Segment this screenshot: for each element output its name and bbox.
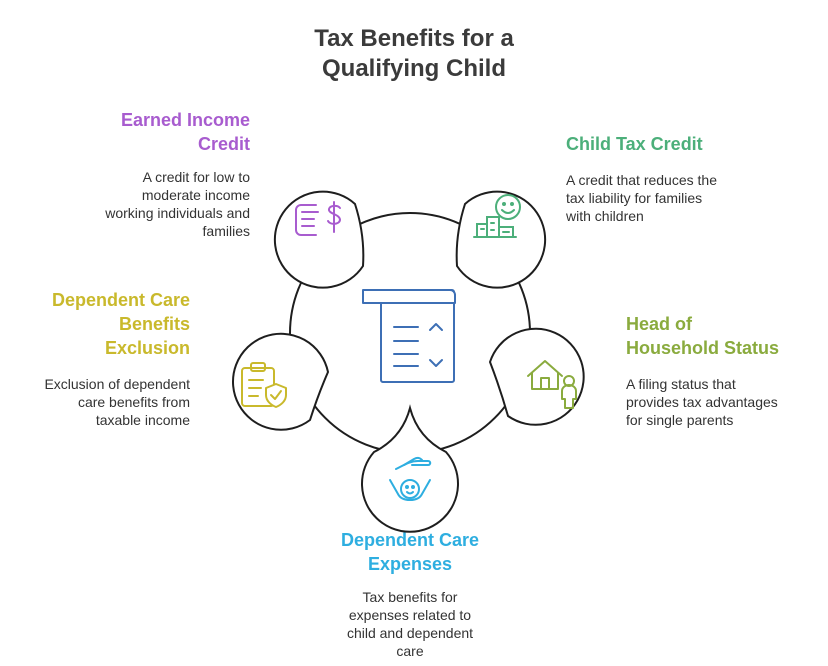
desc-child-tax: A credit that reduces the tax liability … [566,171,717,225]
desc-dependent-expenses-line-4: care [396,643,424,659]
desc-head-household: A filing status that provides tax advant… [626,375,778,429]
desc-head-household-line-2: provides tax advantages [626,394,778,410]
node-dependent-expenses [361,404,459,533]
child-building-icon [473,194,521,238]
desc-dependent-expenses: Tax benefits for expenses related to chi… [310,588,510,660]
label-dependent-expenses-line-2: Expenses [367,554,453,574]
label-dependent-exclusion: Dependent Care Benefits Exclusion [52,288,190,360]
label-head-household-line-2: Household Status [626,338,780,358]
document-list-icon [362,289,456,383]
label-head-household-line-1: Head of [626,314,693,334]
desc-child-tax-line-2: tax liability for families [566,190,703,206]
desc-child-tax-line-1: A credit that reduces the [566,172,717,188]
label-dependent-expenses-line-1: Dependent Care [340,530,480,550]
desc-earned-income-line-4: families [202,223,250,239]
node-head-household [488,327,585,426]
house-person-icon [527,360,577,409]
desc-earned-income: A credit for low to moderate income work… [105,168,250,240]
desc-earned-income-line-2: moderate income [141,187,250,203]
label-dependent-exclusion-line-3: Exclusion [104,338,190,358]
desc-dependent-exclusion-line-3: taxable income [95,412,190,428]
label-dependent-exclusion-line-1: Dependent Care [51,290,190,310]
title-line-2: Qualifying Child [322,55,506,82]
desc-dependent-expenses-line-3: child and dependent [346,625,474,641]
node-child-tax [455,190,547,289]
desc-head-household-line-1: A filing status that [626,376,736,392]
label-head-household: Head of Household Status [626,312,779,360]
label-dependent-expenses: Dependent Care Expenses [310,528,510,576]
desc-dependent-expenses-line-1: Tax benefits for [362,589,458,605]
label-child-tax-line-1: Child Tax Credit [566,134,703,154]
title-line-1: Tax Benefits for a [314,25,514,52]
node-earned-income [273,190,365,289]
node-dependent-exclusion [232,332,330,431]
hand-child-icon [389,456,432,501]
clipboard-shield-icon [241,362,287,408]
desc-earned-income-line-1: A credit for low to [142,169,250,185]
desc-dependent-exclusion-line-2: care benefits from [77,394,190,410]
desc-dependent-exclusion-line-1: Exclusion of dependent [44,376,190,392]
desc-dependent-exclusion: Exclusion of dependent care benefits fro… [44,375,190,429]
label-earned-income-line-2: Credit [197,134,250,154]
label-dependent-exclusion-line-2: Benefits [118,314,190,334]
desc-dependent-expenses-line-2: expenses related to [348,607,472,623]
label-child-tax: Child Tax Credit [566,132,703,156]
label-earned-income: Earned Income Credit [121,108,250,156]
desc-child-tax-line-3: with children [566,208,644,224]
desc-earned-income-line-3: working individuals and [105,205,250,221]
desc-head-household-line-3: for single parents [626,412,734,428]
credit-dollar-icon [295,201,342,236]
label-earned-income-line-1: Earned Income [120,110,250,130]
page-title: Tax Benefits for a Qualifying Child [264,24,564,84]
